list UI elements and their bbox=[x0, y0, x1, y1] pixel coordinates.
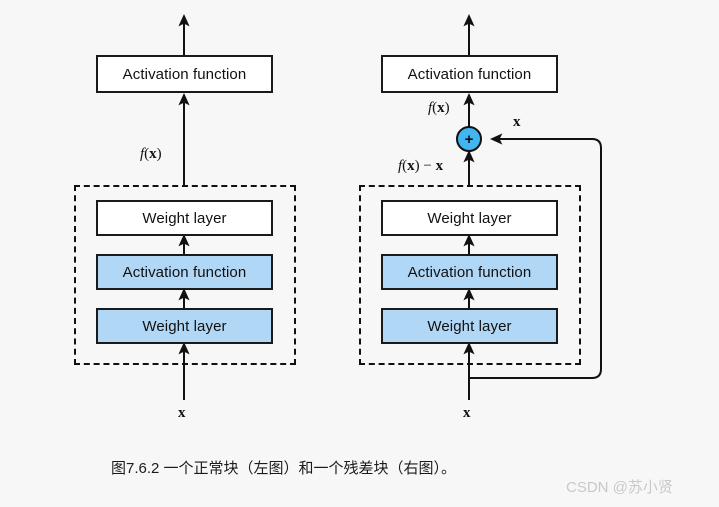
right-activation-function-box[interactable]: Activation function bbox=[381, 254, 558, 290]
left-fx-label: f(x) bbox=[140, 146, 162, 162]
right-weight-layer-top-box[interactable]: Weight layer bbox=[381, 200, 558, 236]
left-block-dashed-boundary bbox=[74, 185, 296, 365]
left-top-activation-box[interactable]: Activation function bbox=[96, 55, 273, 93]
left-activation-function-box[interactable]: Activation function bbox=[96, 254, 273, 290]
watermark: CSDN @苏小贤 bbox=[566, 479, 673, 496]
left-weight-layer-bottom-box[interactable]: Weight layer bbox=[96, 308, 273, 344]
skip-x-label: x bbox=[513, 114, 521, 130]
right-input-x-label: x bbox=[463, 405, 471, 421]
residual-fx-minus-x-label: f(x) − x bbox=[398, 158, 444, 174]
right-weight-layer-bottom-box[interactable]: Weight layer bbox=[381, 308, 558, 344]
right-fx-label: f(x) bbox=[428, 100, 450, 116]
left-input-x-label: x bbox=[178, 405, 186, 421]
addition-node[interactable]: + bbox=[456, 126, 482, 152]
left-weight-layer-top-box[interactable]: Weight layer bbox=[96, 200, 273, 236]
figure-caption: 图7.6.2 一个正常块（左图）和一个残差块（右图）。 bbox=[111, 460, 457, 477]
right-block-dashed-boundary bbox=[359, 185, 581, 365]
right-top-activation-box[interactable]: Activation function bbox=[381, 55, 558, 93]
